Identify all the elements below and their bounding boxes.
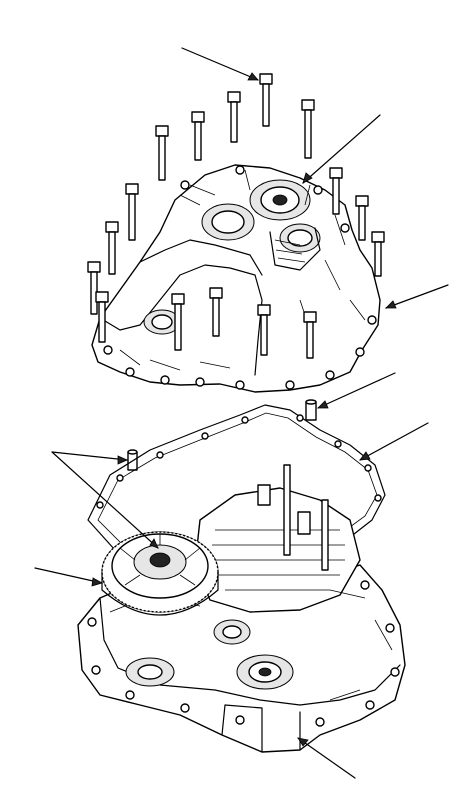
case-bolts xyxy=(87,73,385,359)
callout-dowel-left xyxy=(51,451,159,549)
callout-leaders xyxy=(34,47,449,779)
lower-case-bolt-holes xyxy=(87,580,400,727)
callout-gear xyxy=(34,567,104,587)
callout-gasket xyxy=(359,422,429,461)
differential-ring-gear xyxy=(101,531,219,616)
callout-lower-case xyxy=(297,737,356,779)
lower-transmission-case xyxy=(77,464,406,753)
callout-case-cover xyxy=(302,114,381,184)
callout-bolt-top xyxy=(181,47,259,81)
callout-dowel-right xyxy=(317,372,396,409)
dowel-pin-right xyxy=(305,399,317,421)
callout-case-right xyxy=(385,284,449,309)
dowel-pin-left xyxy=(127,449,138,471)
upper-case-bolt-holes xyxy=(103,165,377,390)
